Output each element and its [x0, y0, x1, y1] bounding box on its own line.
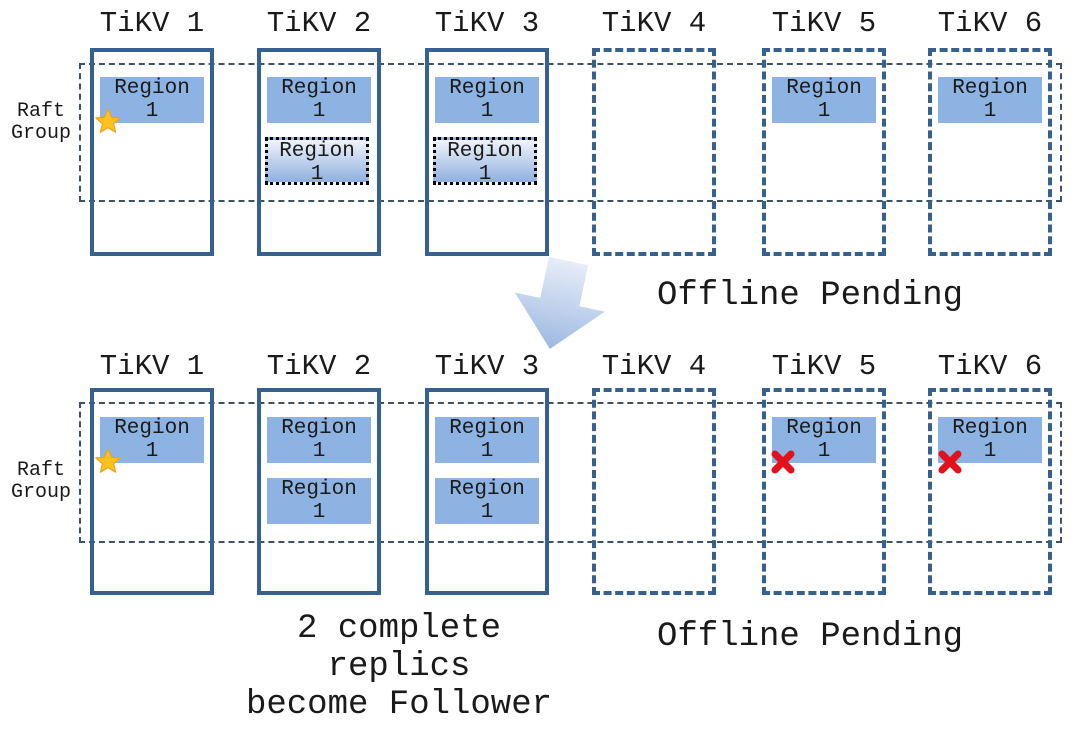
tikv5-box-bottom: Region 1: [762, 388, 886, 595]
tikv5-box-top: Region 1: [762, 48, 886, 256]
region-chip: Region 1: [267, 417, 371, 463]
tikv1-box-bottom: Region 1: [90, 388, 214, 595]
tikv2-title-bottom: TiKV 2: [266, 350, 372, 383]
region-name: Region: [952, 77, 1028, 100]
tikv6-box-top: Region 1: [928, 48, 1052, 256]
region-id: 1: [145, 440, 159, 463]
region-id: 1: [310, 163, 324, 186]
region-id: 1: [312, 501, 326, 524]
region-chip: Region 1: [100, 77, 204, 123]
raft-group-label-top: Raft Group: [1, 101, 81, 145]
caption-line1: 2 complete: [296, 610, 502, 648]
offline-pending-label-top: Offline Pending: [657, 277, 964, 315]
tikv2-box-top: Region 1 Region 1: [257, 48, 381, 256]
region-name: Region: [449, 77, 525, 100]
region-chip-pending: Region 1: [433, 137, 537, 186]
transition-arrow: [504, 255, 618, 362]
region-name: Region: [952, 417, 1028, 440]
tikv4-box-top: [592, 48, 716, 256]
region-chip: Region 1: [267, 478, 371, 524]
region-chip: Region 1: [435, 417, 539, 463]
caption-line2: replics: [327, 648, 471, 686]
tikv4-box-bottom: [592, 388, 716, 595]
region-name: Region: [447, 140, 523, 163]
region-chip-pending: Region 1: [265, 137, 369, 186]
region-name: Region: [281, 417, 357, 440]
tikv2-title-top: TiKV 2: [266, 7, 372, 40]
region-chip: Region 1: [267, 77, 371, 123]
region-id: 1: [478, 163, 492, 186]
tikv4-title-top: TiKV 4: [601, 7, 707, 40]
region-id: 1: [983, 440, 997, 463]
region-chip: Region 1: [772, 77, 876, 123]
tikv1-box-top: Region 1: [90, 48, 214, 256]
raft-group-band-bottom: [79, 402, 1062, 543]
region-name: Region: [786, 77, 862, 100]
region-chip: Region 1: [435, 77, 539, 123]
caption-line3: become Follower: [245, 686, 553, 724]
region-id: 1: [145, 100, 159, 123]
leader-star-icon: [95, 448, 121, 473]
tikv1-title-top: TiKV 1: [99, 7, 205, 40]
offline-cross-icon: [938, 450, 962, 474]
tikv3-title-top: TiKV 3: [434, 7, 540, 40]
offline-cross-icon: [771, 450, 795, 474]
caption-complete-replicas: 2 complete replics become Follower: [199, 610, 599, 724]
region-chip: Region 1: [100, 417, 204, 463]
region-id: 1: [312, 440, 326, 463]
tikv6-box-bottom: Region 1: [928, 388, 1052, 595]
region-id: 1: [480, 440, 494, 463]
region-chip: Region 1: [435, 478, 539, 524]
region-id: 1: [312, 100, 326, 123]
offline-pending-label-bottom: Offline Pending: [657, 618, 964, 656]
region-name: Region: [279, 140, 355, 163]
raft-group-label-line1: Raft: [16, 459, 65, 482]
tikv3-title-bottom: TiKV 3: [434, 350, 540, 383]
tikv4-title-bottom: TiKV 4: [601, 350, 707, 383]
down-arrow-icon: [514, 256, 605, 350]
region-name: Region: [114, 77, 190, 100]
tikv5-title-bottom: TiKV 5: [771, 350, 877, 383]
region-chip: Region 1: [772, 417, 876, 463]
tikv5-title-top: TiKV 5: [771, 7, 877, 40]
raft-group-label-bottom: Raft Group: [1, 460, 81, 504]
region-name: Region: [281, 77, 357, 100]
tikv6-title-bottom: TiKV 6: [937, 350, 1043, 383]
tikv3-box-bottom: Region 1 Region 1: [425, 388, 549, 595]
tikv3-box-top: Region 1 Region 1: [425, 48, 549, 256]
region-id: 1: [817, 440, 831, 463]
tikv6-title-top: TiKV 6: [937, 7, 1043, 40]
region-name: Region: [449, 417, 525, 440]
region-id: 1: [817, 100, 831, 123]
raft-group-label-line1: Raft: [16, 100, 65, 123]
region-chip: Region 1: [938, 417, 1042, 463]
raft-group-band-top: [79, 63, 1062, 202]
raft-group-label-line2: Group: [10, 481, 71, 504]
region-name: Region: [114, 417, 190, 440]
region-name: Region: [786, 417, 862, 440]
region-id: 1: [480, 100, 494, 123]
region-id: 1: [983, 100, 997, 123]
region-name: Region: [281, 478, 357, 501]
tikv1-title-bottom: TiKV 1: [99, 350, 205, 383]
leader-star-icon: [95, 108, 121, 133]
raft-group-label-line2: Group: [10, 122, 71, 145]
region-chip: Region 1: [938, 77, 1042, 123]
tikv2-box-bottom: Region 1 Region 1: [257, 388, 381, 595]
region-id: 1: [480, 501, 494, 524]
region-name: Region: [449, 478, 525, 501]
